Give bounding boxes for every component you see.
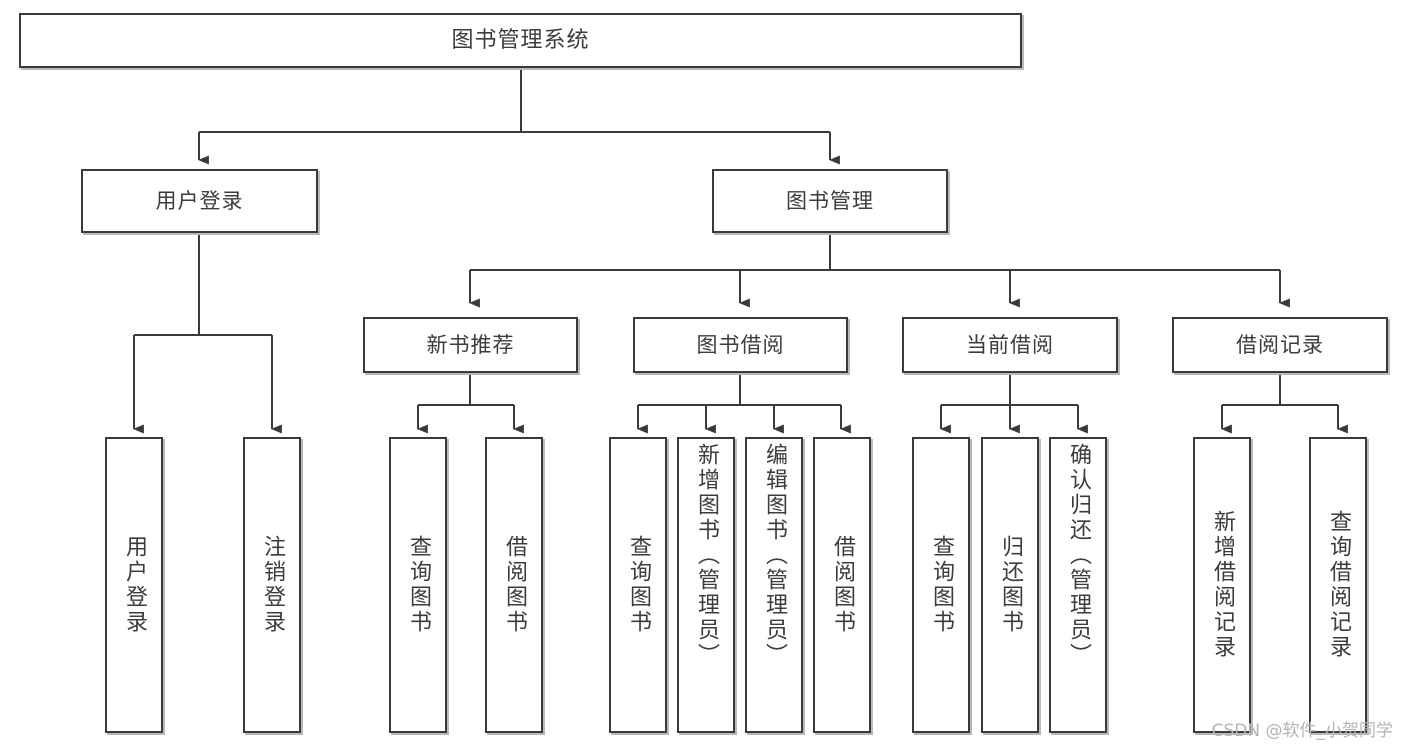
node-current-borrow[interactable]: 当前借阅: [902, 317, 1118, 373]
node-book-borrow[interactable]: 图书借阅: [633, 317, 848, 373]
node-book-borrow-label: 图书借阅: [696, 332, 785, 357]
leaf-confirm-return-label: 确认归还（管理员）: [1066, 443, 1091, 668]
node-book-manage[interactable]: 图书管理: [712, 169, 948, 233]
leaf-query-record-label: 查询借阅记录: [1326, 510, 1351, 660]
node-root-system-label: 图书管理系统: [451, 27, 590, 53]
leaf-user-login[interactable]: 用户登录: [105, 437, 163, 733]
leaf-borrow-book-1[interactable]: 借阅图书: [485, 437, 543, 733]
leaf-query-book-2[interactable]: 查询图书: [609, 437, 667, 733]
leaf-logout-login-label: 注销登录: [260, 535, 285, 635]
leaf-query-book-1-label: 查询图书: [406, 535, 431, 635]
node-current-borrow-label: 当前借阅: [966, 332, 1054, 357]
leaf-query-book-3[interactable]: 查询图书: [912, 437, 970, 733]
node-new-book-recommend[interactable]: 新书推荐: [363, 317, 578, 373]
leaf-query-book-2-label: 查询图书: [626, 535, 651, 635]
node-user-login-label: 用户登录: [155, 188, 244, 213]
leaf-query-book-3-label: 查询图书: [929, 535, 954, 635]
node-book-manage-label: 图书管理: [786, 188, 874, 213]
leaf-logout-login[interactable]: 注销登录: [243, 437, 301, 733]
leaf-edit-book-label: 编辑图书（管理员）: [762, 443, 787, 668]
node-root-system[interactable]: 图书管理系统: [19, 13, 1022, 68]
leaf-borrow-book-1-label: 借阅图书: [502, 535, 527, 635]
node-borrow-record-label: 借阅记录: [1236, 332, 1324, 357]
leaf-add-record-label: 新增借阅记录: [1210, 510, 1235, 660]
csdn-watermark: CSDN @软件_小贺同学: [1211, 721, 1393, 741]
leaf-borrow-book-2[interactable]: 借阅图书: [813, 437, 871, 733]
leaf-query-book-1[interactable]: 查询图书: [389, 437, 447, 733]
node-borrow-record[interactable]: 借阅记录: [1172, 317, 1388, 373]
leaf-add-book[interactable]: 新增图书（管理员）: [677, 437, 735, 733]
leaf-return-book-label: 归还图书: [998, 535, 1023, 635]
leaf-return-book[interactable]: 归还图书: [981, 437, 1039, 733]
leaf-edit-book[interactable]: 编辑图书（管理员）: [745, 437, 803, 733]
node-new-book-recommend-label: 新书推荐: [426, 332, 515, 357]
leaf-add-book-label: 新增图书（管理员）: [694, 443, 719, 668]
leaf-confirm-return[interactable]: 确认归还（管理员）: [1049, 437, 1107, 733]
leaf-user-login-label: 用户登录: [122, 535, 147, 635]
leaf-add-record[interactable]: 新增借阅记录: [1193, 437, 1251, 733]
leaf-borrow-book-2-label: 借阅图书: [830, 535, 855, 635]
leaf-query-record[interactable]: 查询借阅记录: [1309, 437, 1367, 733]
node-user-login[interactable]: 用户登录: [81, 169, 318, 233]
